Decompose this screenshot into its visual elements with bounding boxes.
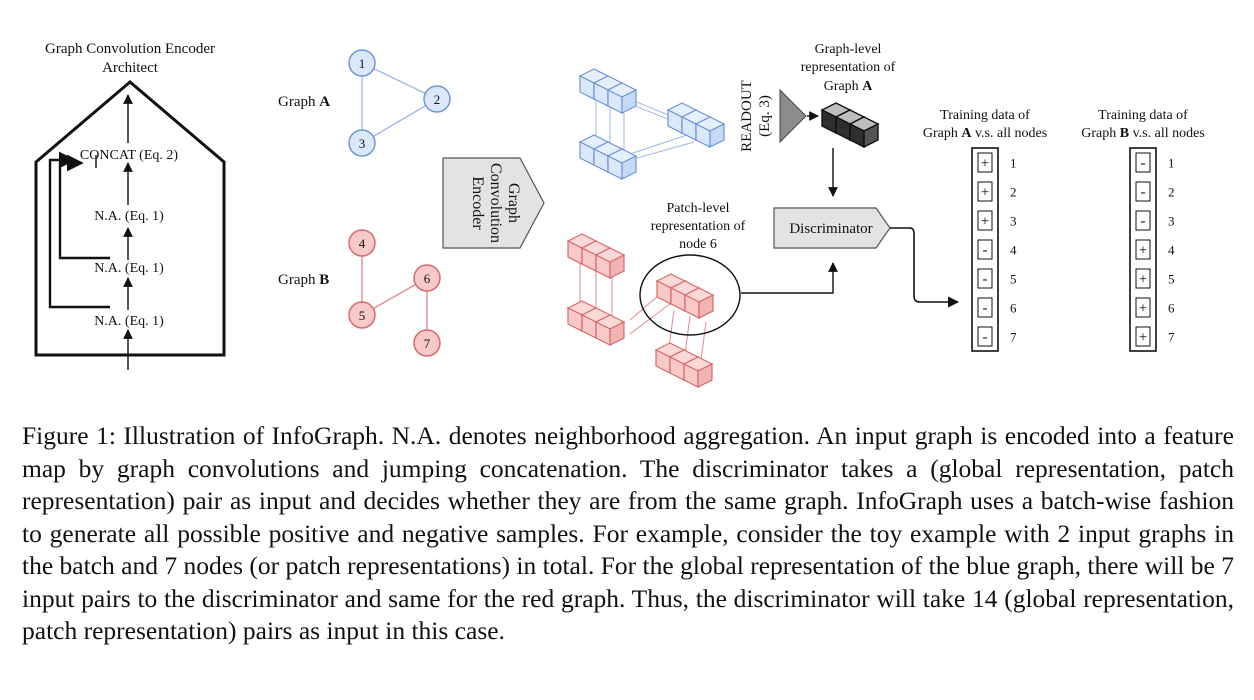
gce-line-1: Graph — [505, 183, 522, 223]
training-a-sign-cell — [977, 210, 993, 231]
training-b-sign: - — [1141, 156, 1146, 172]
training-a-sign-cell — [977, 326, 993, 347]
graph-b-label: Graph B — [278, 272, 329, 288]
patch-level-line2: representation of — [651, 219, 746, 234]
training-b-line1: Training data of — [1098, 108, 1188, 123]
node-number: 6 — [424, 271, 431, 286]
training-a-sign: + — [981, 185, 989, 201]
training-a-sign: - — [983, 272, 988, 288]
node-number: 4 — [359, 236, 366, 251]
graph-b-feature-map — [567, 233, 741, 388]
graph-b: Graph B 4 5 6 7 — [278, 229, 441, 357]
training-a-sign-cell — [977, 152, 993, 173]
readout-triangle — [779, 88, 807, 144]
training-b-row-number: 1 — [1168, 156, 1175, 171]
encoder-title-line2: Architect — [102, 60, 159, 76]
training-a-line1: Training data of — [940, 108, 1030, 123]
node-number: 2 — [434, 92, 441, 107]
encoder-architecture: Graph Convolution Encoder Architect CONC… — [34, 41, 226, 370]
training-a-row-number: 4 — [1010, 243, 1017, 258]
training-b-row-number: 2 — [1168, 185, 1175, 200]
readout-eq: (Eq. 3) — [757, 95, 773, 137]
infograph-figure: Graph Convolution Encoder Architect CONC… — [34, 41, 1205, 388]
training-a-sign: + — [981, 214, 989, 230]
training-a-sign-cell — [977, 297, 993, 318]
training-b-sign: + — [1139, 272, 1147, 288]
graph-a-feature-map — [579, 68, 725, 180]
training-a-line2: Graph A v.s. all nodes — [923, 126, 1047, 141]
gce-line-2: Convolution — [487, 163, 504, 243]
graph-level-line1: Graph-level — [815, 42, 882, 57]
training-a-row-number: 1 — [1010, 156, 1017, 171]
training-b-sign: + — [1139, 243, 1147, 259]
training-a-row-number: 7 — [1010, 330, 1017, 345]
training-b-sign-cell — [1135, 181, 1151, 202]
training-b-sign: - — [1141, 185, 1146, 201]
training-b-sign-cell — [1135, 239, 1151, 260]
graph-b-node-6 — [413, 264, 441, 292]
discriminator-label: Discriminator — [789, 221, 872, 237]
training-b-sign: + — [1139, 330, 1147, 346]
discriminator-box: Discriminator — [741, 207, 960, 308]
training-a-sign-cell — [977, 181, 993, 202]
graph-b-node-4 — [348, 229, 376, 257]
patch-highlight-ellipse — [639, 254, 741, 336]
training-a-row-number: 5 — [1010, 272, 1017, 287]
patch-level-label: Patch-level representation of node 6 — [651, 201, 746, 252]
training-a-column-border — [971, 147, 999, 352]
training-a-sign-cell — [977, 268, 993, 289]
training-b-sign-cell — [1135, 326, 1151, 347]
training-b-column-border — [1129, 147, 1157, 352]
graph-level-representation: Graph-level representation of Graph A — [801, 42, 896, 197]
graph-a-label: Graph A — [278, 94, 330, 110]
house-outline — [34, 80, 226, 357]
training-a-row-number: 3 — [1010, 214, 1017, 229]
readout: READOUT (Eq. 3) — [739, 80, 819, 152]
training-a-row-number: 2 — [1010, 185, 1017, 200]
graph-a: Graph A 1 2 3 — [278, 49, 451, 157]
gce-line-3: Encoder — [469, 176, 486, 230]
node-number: 7 — [424, 336, 431, 351]
training-a-sign: - — [983, 330, 988, 346]
training-b-sign-cell — [1135, 210, 1151, 231]
training-b-row-number: 5 — [1168, 272, 1175, 287]
graph-level-line2: representation of — [801, 60, 896, 75]
graph-b-node-7 — [413, 329, 441, 357]
training-b-sign-cell — [1135, 152, 1151, 173]
training-b-line2: Graph B v.s. all nodes — [1081, 126, 1205, 141]
node-number: 5 — [359, 308, 366, 323]
training-b-row-number: 7 — [1168, 330, 1175, 345]
node-number: 3 — [359, 136, 366, 151]
training-b-sign-cell — [1135, 268, 1151, 289]
training-b-sign: + — [1139, 301, 1147, 317]
encoder-title-line1: Graph Convolution Encoder — [45, 41, 215, 57]
patch-level-line1: Patch-level — [667, 201, 730, 216]
training-data-a: Training data of Graph A v.s. all nodes … — [923, 108, 1047, 352]
training-a-sign: - — [983, 243, 988, 259]
patch-level-line3: node 6 — [679, 237, 717, 252]
concat-label: CONCAT (Eq. 2) — [80, 148, 178, 163]
training-b-row-number: 3 — [1168, 214, 1175, 229]
training-a-row-number: 6 — [1010, 301, 1017, 316]
node-number: 1 — [359, 56, 366, 71]
training-b-row-number: 6 — [1168, 301, 1175, 316]
graph-level-line3: Graph A — [824, 79, 874, 94]
training-a-sign: - — [983, 301, 988, 317]
figure-caption: Figure 1: Illustration of InfoGraph. N.A… — [22, 421, 1234, 645]
readout-label: READOUT — [739, 80, 755, 152]
graph-convolution-encoder-box: Graph Convolution Encoder — [442, 157, 545, 249]
graph-a-node-2 — [423, 85, 451, 113]
training-b-sign-cell — [1135, 297, 1151, 318]
graph-b-node-5 — [348, 301, 376, 329]
na-label-2: N.A. (Eq. 1) — [94, 261, 164, 276]
graph-a-node-1 — [348, 49, 376, 77]
graph-a-node-3 — [348, 129, 376, 157]
na-label-1: N.A. (Eq. 1) — [94, 314, 164, 329]
na-label-3: N.A. (Eq. 1) — [94, 209, 164, 224]
training-b-sign: - — [1141, 214, 1146, 230]
training-a-sign: + — [981, 156, 989, 172]
training-b-row-number: 4 — [1168, 243, 1175, 258]
training-a-sign-cell — [977, 239, 993, 260]
training-data-b: Training data of Graph B v.s. all nodes … — [1081, 108, 1205, 352]
